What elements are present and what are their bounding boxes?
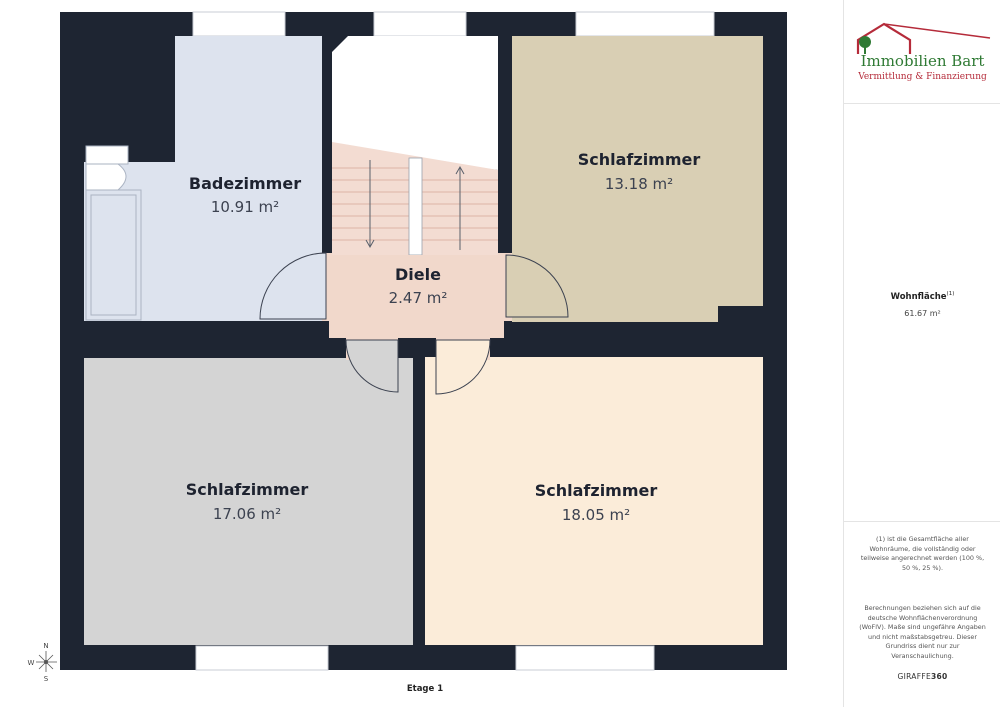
company-logo: Immobilien Bart Vermittlung & Finanzieru… — [850, 20, 995, 90]
room-bedroom-sw — [84, 358, 413, 645]
compass-south: S — [44, 675, 49, 683]
room-label-area: 13.18 m² — [605, 175, 673, 193]
room-label-name: Diele — [395, 265, 441, 284]
room-bedroom-ne — [512, 36, 763, 322]
toilet — [85, 145, 129, 191]
room-hallway — [329, 255, 504, 338]
living-area-label-text: Wohnfläche — [890, 291, 947, 302]
room-bathroom — [84, 36, 322, 321]
compass-icon — [36, 651, 57, 672]
window — [575, 11, 715, 37]
brand-logo: GIRAFFE360 — [844, 672, 1000, 681]
living-area-label: Wohnfläche(1) — [844, 291, 1000, 302]
room-label-area: 17.06 m² — [213, 505, 281, 523]
room-bedroom-se — [425, 357, 763, 645]
door-swing — [505, 254, 569, 318]
brand-name: GIRAFFE — [897, 672, 931, 681]
room-label-name: Schlafzimmer — [578, 150, 701, 169]
info-panel: Immobilien Bart Vermittlung & Finanzieru… — [843, 0, 1000, 707]
door-swing — [259, 252, 327, 320]
room-label-area: 18.05 m² — [562, 506, 630, 524]
brand-number: 360 — [930, 672, 948, 681]
logo-name: Immobilien Bart — [860, 52, 985, 70]
stair-arrows — [365, 160, 465, 250]
room-label-area: 2.47 m² — [389, 289, 448, 307]
divider — [844, 103, 1000, 104]
disclaimer-text: Berechnungen beziehen sich auf die deuts… — [859, 604, 986, 660]
room-label-name: Schlafzimmer — [186, 480, 309, 499]
living-area-value: 61.67 m² — [904, 309, 941, 318]
doors — [259, 252, 569, 395]
floor-label: Etage 1 — [406, 684, 444, 694]
window — [192, 11, 286, 37]
stair-landing — [332, 36, 498, 170]
compass-west: W — [28, 659, 35, 667]
divider — [844, 521, 1000, 522]
logo-subtitle: Vermittlung & Finanzierung — [858, 72, 987, 82]
stair-divider — [408, 157, 423, 256]
floor-plan: Badezimmer 10.91 m² Diele 2.47 m² Schlaf… — [28, 11, 787, 683]
living-area-footnote-mark: (1) — [946, 291, 955, 297]
compass-north: N — [43, 642, 48, 650]
house-roof-icon — [856, 22, 991, 54]
window — [515, 645, 655, 671]
window — [195, 645, 329, 671]
footnote-text: (1) ist die Gesamtfläche aller Wohnräume… — [860, 535, 985, 572]
windows — [192, 11, 715, 671]
room-label-name: Schlafzimmer — [535, 481, 658, 500]
room-label-name: Badezimmer — [189, 174, 301, 193]
window — [373, 11, 467, 37]
room-label-area: 10.91 m² — [211, 198, 279, 216]
